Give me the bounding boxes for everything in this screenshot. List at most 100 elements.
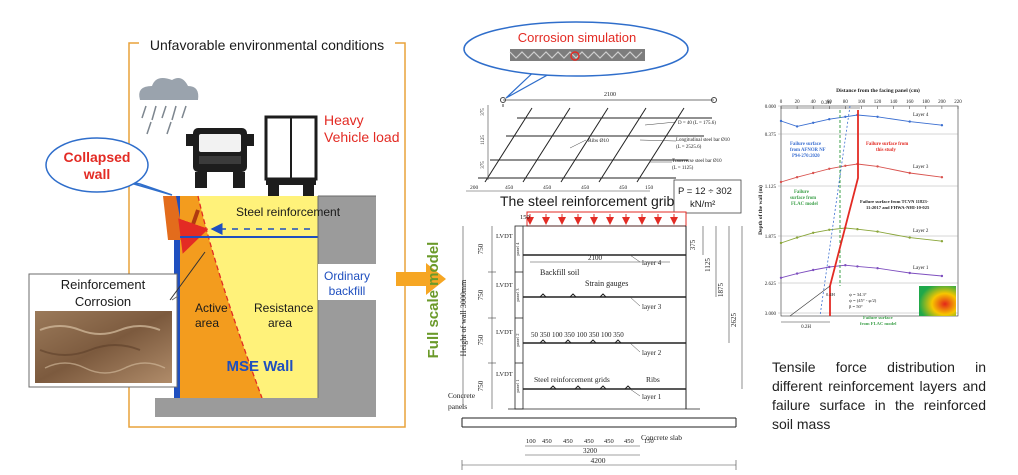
psi-line1: ψ = 34.3°: [849, 292, 867, 297]
backfill-soil-label: Backfill soil: [540, 268, 580, 277]
series-point: [811, 231, 815, 234]
label-0-3h: 0.3H: [821, 101, 831, 106]
lvdt-3: LVDT: [496, 282, 513, 289]
bottom-dim-1: 450: [542, 438, 552, 445]
x-axis-title: Distance from the facing panel (cm): [836, 87, 920, 94]
grid-bottom-dim-0: 200: [470, 185, 479, 191]
bottom-dim-0: 100: [526, 438, 536, 445]
series-point: [811, 171, 815, 175]
layer-name-1: Layer 1: [913, 266, 929, 271]
series-point: [795, 125, 799, 128]
y-tick-label: 1.125: [765, 185, 777, 190]
series-point: [779, 276, 783, 279]
series-point: [795, 176, 799, 179]
grid-bottom-dim-5: 150: [645, 185, 654, 191]
dim-2625: 2625: [730, 313, 738, 328]
y-tick-label: 0.000: [765, 105, 777, 110]
series-point: [908, 236, 911, 239]
dim-3200: 3200: [583, 447, 598, 455]
series-point: [844, 264, 847, 267]
reinforcement-grid-drawing: 2100 375 1125 375 200 450 450 450 450 15…: [466, 92, 730, 192]
series-point: [795, 236, 799, 239]
series-point: [940, 274, 944, 278]
series-point: [795, 272, 799, 275]
layer-name-2: Layer 2: [913, 229, 929, 234]
transverse-bar-length: (L = 1125): [672, 166, 694, 171]
afnor-label-line1: Failure surface: [790, 142, 821, 147]
flac1-label-line2: surface from: [790, 196, 816, 201]
middle-panel: Full scale model Corrosion simulation 21…: [425, 21, 743, 470]
x-tick-label: 40: [811, 100, 817, 105]
y-tick-label: 2.625: [765, 282, 777, 287]
x-tick-label: 80: [843, 100, 849, 105]
pressure-line2: kN/m²: [690, 199, 715, 210]
steel-grids-label: Steel reinforcement grids: [534, 375, 610, 384]
collapse-arrow: [178, 209, 209, 254]
grid-bottom-dim-1: 450: [505, 185, 514, 191]
rain-cloud-icon: [139, 78, 199, 135]
series-point: [876, 115, 879, 119]
series-point: [844, 164, 847, 167]
panel-label-3: panel 3: [515, 288, 520, 302]
series-point: [940, 124, 944, 127]
active-area-line1: Active: [195, 301, 228, 315]
longitudinal-bar-length: (L = 2525.6): [676, 145, 702, 150]
dim-1875: 1875: [717, 283, 725, 298]
model-section-drawing: [461, 225, 743, 470]
layer-label-3: layer 3: [642, 303, 662, 311]
x-tick-label: 100: [858, 100, 866, 105]
panel-label-2: panel 2: [515, 333, 520, 346]
pressure-box: [673, 179, 742, 214]
lvdt-2: LVDT: [496, 329, 513, 336]
mse-wall-label: MSE Wall: [227, 358, 294, 375]
left-dim-750-1: 750: [477, 380, 485, 391]
reinforcement-corrosion-line1: Reinforcement: [61, 277, 146, 292]
layer-name-4: Layer 4: [913, 113, 929, 118]
concrete-panels-line2: panels: [448, 402, 467, 411]
series-point: [811, 268, 815, 272]
corrosion-simulation-label: Corrosion simulation: [518, 30, 637, 45]
bottom-dim-2: 450: [563, 438, 573, 445]
series-point: [828, 228, 831, 231]
flac1-label-line1: Failure: [794, 190, 809, 195]
concrete-panels-line1: Concrete: [448, 391, 476, 400]
transverse-bar-label: Transverse steel bar Ø10: [672, 159, 722, 164]
dim-1125: 1125: [704, 258, 712, 272]
study-label-line1: Failure surface from: [866, 142, 908, 147]
lvdt-4: LVDT: [496, 233, 513, 240]
plot-frame: [780, 105, 959, 317]
left-title-bg: [139, 35, 395, 55]
d-label: D = 40 (L = 175.6): [678, 121, 716, 126]
afnor-label-line3: P94-270:2020: [792, 154, 820, 159]
series-point: [779, 241, 783, 245]
series-point: [779, 119, 783, 123]
study-label-line2: this study: [876, 148, 896, 153]
surcharge-load: [526, 211, 687, 227]
grid-bottom-dim-4: 450: [619, 185, 628, 191]
tcvn-label-line1: Failure surface from TCVN 11823-: [860, 199, 929, 204]
grid-side-dim2: 1125: [481, 135, 486, 145]
left-panel: Unfavorable environmental conditions: [28, 35, 406, 428]
left-dim-750-2: 750: [477, 334, 485, 345]
concrete-slab-label: Concrete slab: [641, 433, 682, 442]
x-tick-label: 0: [780, 100, 783, 105]
x-tick-label: 180: [922, 100, 930, 105]
flac-contour-inset: [919, 286, 956, 316]
afnor-line: [819, 105, 851, 317]
dim-4200: 4200: [591, 456, 606, 465]
active-area-line2: area: [195, 316, 219, 330]
series-point: [876, 267, 879, 270]
dim-2100: 2100: [588, 254, 603, 262]
spacing-label: 50 350 100 350 100 350 100 350: [531, 331, 624, 339]
ribs-label: Ribs Ø10: [588, 138, 609, 144]
corrosion-simulation-callout: Corrosion simulation: [463, 21, 689, 99]
afnor-label-line2: from AFNOR NF: [790, 148, 826, 153]
series-point: [876, 165, 879, 168]
collapsed-wall-callout: Collapsed wall: [45, 137, 173, 196]
bottom-dim-4: 450: [604, 438, 614, 445]
left-dim-750-3: 750: [477, 289, 485, 300]
y-tick-label: 0.375: [765, 133, 777, 138]
collapsed-wall-line1: Collapsed: [64, 149, 131, 165]
